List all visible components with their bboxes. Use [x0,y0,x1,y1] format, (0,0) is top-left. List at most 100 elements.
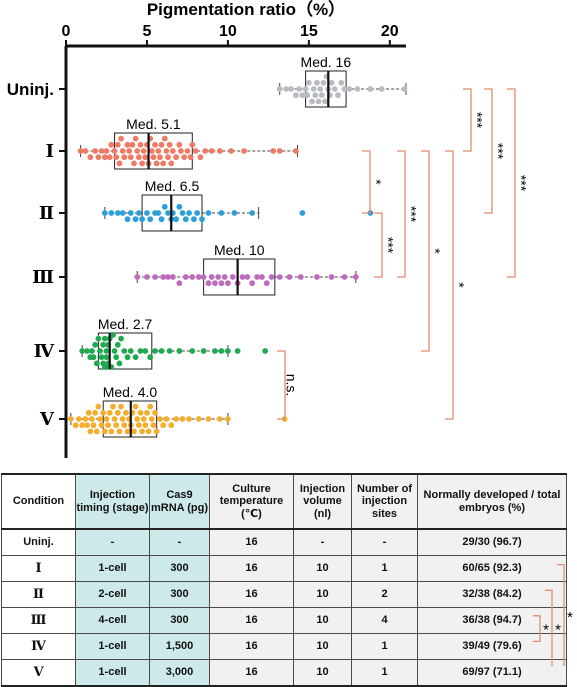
data-point-V-58 [216,416,223,422]
data-point-V-23 [113,422,120,429]
data-point-V-16 [101,428,108,435]
data-point-IV-15 [103,354,110,361]
data-point-V-38 [137,409,144,416]
table-row: Uninj.--16--29/30 (96.7) [1,528,567,556]
data-point-IV-10 [100,341,107,348]
data-point-IV-14 [103,348,110,354]
data-point-V-4 [82,416,89,422]
data-point-II-8 [139,216,145,223]
data-point-uninj-3 [293,92,299,99]
x-tick-label-20: 20 [381,23,399,40]
header-injection-timing: Injection timing (stage) [75,473,150,530]
data-point-IV-0 [79,348,86,354]
data-point-V-10 [92,409,99,416]
data-point-III-17 [225,280,231,287]
data-point-I-11 [113,154,120,161]
data-point-V-46 [150,422,157,429]
data-point-I-60 [270,148,277,154]
data-point-III-23 [254,274,260,280]
table-cell-temp: 16 [209,528,294,556]
table-cell-developed: 36/38 (94.7) [417,607,567,634]
table-cell-timing: - [75,528,150,556]
data-point-IV-12 [101,335,108,342]
data-point-II-24 [194,210,201,216]
table-significance-brackets: *** [533,563,573,666]
header-cas9-mrna: Cas9 mRNA (pg) [149,473,210,530]
data-point-IV-28 [121,348,128,354]
data-point-IV-35 [152,348,158,354]
data-point-uninj-21 [328,79,335,86]
bracket-label-I-IV: * [427,248,443,254]
data-point-V-36 [134,416,141,422]
table-cell-condition: Ⅱ [1,581,76,608]
data-point-I-54 [197,154,204,161]
data-point-V-44 [147,403,154,410]
data-point-III-8 [189,274,196,280]
table-cell-condition: Ⅲ [1,607,76,634]
data-point-II-21 [182,216,189,223]
data-point-I-37 [157,154,163,161]
bracket-uninj-III [507,88,516,278]
x-tick-label-10: 10 [219,23,237,40]
data-point-I-13 [116,160,123,167]
data-point-uninj-22 [331,86,338,92]
data-point-III-18 [229,274,236,280]
data-point-I-45 [169,148,176,154]
data-point-uninj-8 [305,79,312,86]
data-point-uninj-30 [401,86,408,92]
data-point-V-19 [106,409,113,416]
data-point-I-12 [114,141,121,148]
table-bracket-II-V [545,589,553,666]
table-cell-timing: 2-cell [75,581,150,608]
data-point-III-25 [263,280,270,287]
data-point-I-43 [166,141,173,148]
data-point-II-25 [199,216,205,223]
data-point-I-47 [176,141,183,148]
data-point-uninj-28 [367,86,374,92]
data-point-III-22 [249,280,256,287]
data-point-V-51 [163,416,170,422]
data-point-I-33 [150,154,157,161]
header-culture-temperature: Culture temperature (℃) [209,473,294,530]
data-point-III-7 [182,274,189,280]
data-point-I-15 [119,148,126,154]
data-point-uninj-13 [315,98,322,105]
data-point-IV-37 [166,348,173,354]
data-point-III-28 [286,274,293,280]
table-cell-condition: Ⅰ [1,555,76,582]
table-cell-volume: 10 [293,633,352,660]
data-point-I-16 [121,154,128,161]
data-point-uninj-1 [283,86,290,92]
table-cell-temp: 16 [209,555,294,582]
table-cell-condition: Ⅳ [1,633,76,660]
data-point-uninj-26 [346,86,353,92]
data-point-I-62 [293,148,299,154]
data-point-I-35 [153,160,160,167]
data-point-I-44 [168,160,175,167]
data-point-III-3 [160,274,167,280]
table-cell-sites: 1 [351,659,418,687]
data-point-IV-39 [189,348,196,354]
data-point-IV-44 [234,348,241,354]
data-point-II-4 [124,216,131,223]
data-point-II-6 [132,216,139,223]
data-point-IV-3 [89,348,95,354]
data-point-V-49 [157,416,163,422]
header-injection-sites: Number of injection sites [351,473,418,530]
data-point-II-1 [108,210,115,216]
bracket-I-II [362,150,371,214]
data-point-I-49 [181,154,188,161]
data-point-I-42 [165,154,171,161]
data-point-II-12 [155,210,162,216]
table-cell-sites: 1 [351,555,418,582]
data-point-I-1 [82,148,89,154]
data-point-V-57 [205,416,212,422]
summary-table: Condition Injection timing (stage) Cas9 … [1,473,567,687]
data-point-I-53 [192,148,199,154]
median-label-uninj: Med. 16 [301,54,352,70]
data-point-III-0 [134,274,141,280]
bracket-I-III [397,150,406,278]
